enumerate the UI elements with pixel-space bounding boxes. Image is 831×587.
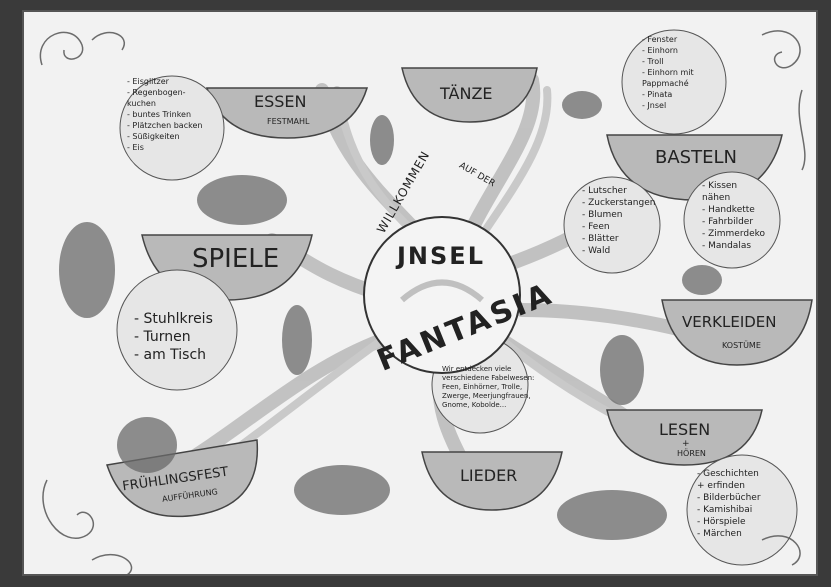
list-spiele-item: - Stuhlkreis — [134, 311, 213, 327]
list-fantasie: Wir entdecken viele verschiedene Fabelwe… — [442, 365, 534, 410]
list-fantasie-item: Zwerge, Meerjungfrauen, — [442, 392, 531, 400]
gnome-sticker — [600, 335, 644, 405]
list-essen-item: - Eis — [127, 143, 144, 152]
hedgehog-sticker — [682, 265, 722, 295]
list-basteln-right-item: nähen — [702, 193, 731, 203]
bubble-spiele — [116, 269, 238, 391]
bowl-lieder — [421, 451, 563, 511]
list-essen-item: - buntes Trinken — [127, 110, 192, 119]
list-essen-item: kuchen — [127, 99, 156, 108]
category-basteln: BASTELN — [655, 147, 737, 168]
category-essen-sub: FESTMAHL — [267, 117, 310, 126]
list-lesen-item: - Bilderbücher — [697, 493, 761, 503]
category-verkleiden: VERKLEIDEN — [682, 313, 777, 331]
list-essen: - Eisglitzer - Regenbogen- kuchen - bunt… — [127, 76, 202, 153]
list-taenze: - Fenster - Einhorn - Troll - Einhorn mi… — [642, 34, 694, 111]
list-lesen-item: - Geschichten — [697, 469, 759, 479]
mermaid-sticker — [197, 175, 287, 225]
list-essen-item: - Süßigkeiten — [127, 132, 180, 141]
bubble-essen — [119, 75, 225, 181]
list-basteln-right: - Kissen nähen - Handkette - Fahrbilder … — [702, 180, 765, 252]
list-basteln-left-item: - Zuckerstangen — [582, 198, 656, 208]
list-essen-item: - Eisglitzer — [127, 77, 169, 86]
category-lesen-sub: HÖREN — [677, 449, 706, 458]
bubble-taenze — [621, 29, 727, 135]
poster-drawing — [39, 29, 813, 576]
pond-sticker — [557, 490, 667, 540]
list-taenze-item: - Fenster — [642, 35, 678, 44]
list-basteln-left: - Lutscher - Zuckerstangen - Blumen - Fe… — [582, 185, 655, 257]
center-title-1: JNSEL — [397, 242, 485, 270]
list-essen-item: - Plätzchen backen — [127, 121, 203, 130]
list-fantasie-item: Gnome, Kobolde... — [442, 401, 507, 409]
category-spiele: SPIELE — [192, 244, 280, 274]
list-taenze-item: - Einhorn — [642, 46, 678, 55]
squirrel-sticker — [117, 417, 177, 473]
bubble-basteln-right — [683, 171, 781, 269]
list-lesen-item: + erfinden — [697, 481, 745, 491]
dancer-sticker — [282, 305, 312, 375]
list-basteln-left-item: - Lutscher — [582, 186, 627, 196]
list-basteln-right-item: - Mandalas — [702, 241, 752, 251]
list-spiele: - Stuhlkreis - Turnen - am Tisch — [134, 310, 213, 364]
bowl-taenze — [401, 67, 538, 123]
list-basteln-left-item: - Blätter — [582, 234, 619, 244]
category-lesen-plus: + — [682, 439, 690, 449]
list-fantasie-item: verschiedene Fabelwesen: — [442, 374, 535, 382]
fairy-sticker — [562, 91, 602, 119]
list-taenze-item: - Einhorn mit — [642, 68, 694, 77]
poster: WILLKOMMEN AUF DER JNSEL FANTASIA ESSEN … — [22, 10, 818, 576]
list-basteln-left-item: - Blumen — [582, 210, 623, 220]
troll-sticker — [59, 222, 115, 318]
list-spiele-item: - am Tisch — [134, 347, 207, 363]
list-lesen-item: - Kamishibai — [697, 505, 753, 515]
category-verkleiden-sub: KOSTÜME — [722, 341, 761, 350]
list-taenze-item: - Jnsel — [642, 101, 667, 110]
category-taenze: TÄNZE — [440, 84, 493, 103]
list-basteln-right-item: - Zimmerdeko — [702, 229, 766, 239]
category-lesen: LESEN — [659, 420, 711, 439]
list-basteln-right-item: - Handkette — [702, 205, 755, 215]
list-lesen-item: - Märchen — [697, 529, 742, 539]
list-fantasie-item: Feen, Einhörner, Trolle, — [442, 383, 523, 391]
list-essen-item: - Regenbogen- — [127, 88, 186, 97]
list-taenze-item: - Troll — [642, 57, 664, 66]
list-basteln-left-item: - Feen — [582, 222, 610, 232]
bubble-basteln-left — [563, 176, 661, 274]
center-circle — [363, 216, 521, 374]
list-lesen: - Geschichten + erfinden - Bilderbücher … — [697, 468, 761, 540]
list-fantasie-item: Wir entdecken viele — [442, 365, 512, 373]
list-taenze-item: Pappmaché — [642, 79, 689, 88]
list-taenze-item: - Pinata — [642, 90, 673, 99]
list-basteln-right-item: - Fahrbilder — [702, 217, 754, 227]
list-lesen-item: - Hörspiele — [697, 517, 746, 527]
bowl-lesen — [606, 409, 763, 466]
elf-sticker — [370, 115, 394, 165]
list-basteln-right-item: - Kissen — [702, 181, 738, 191]
bowl-verkleiden — [661, 299, 813, 366]
list-spiele-item: - Turnen — [134, 329, 191, 345]
mushroom-sticker — [294, 465, 390, 515]
category-lieder: LIEDER — [460, 466, 518, 485]
category-essen: ESSEN — [254, 92, 307, 111]
list-basteln-left-item: - Wald — [582, 246, 611, 256]
